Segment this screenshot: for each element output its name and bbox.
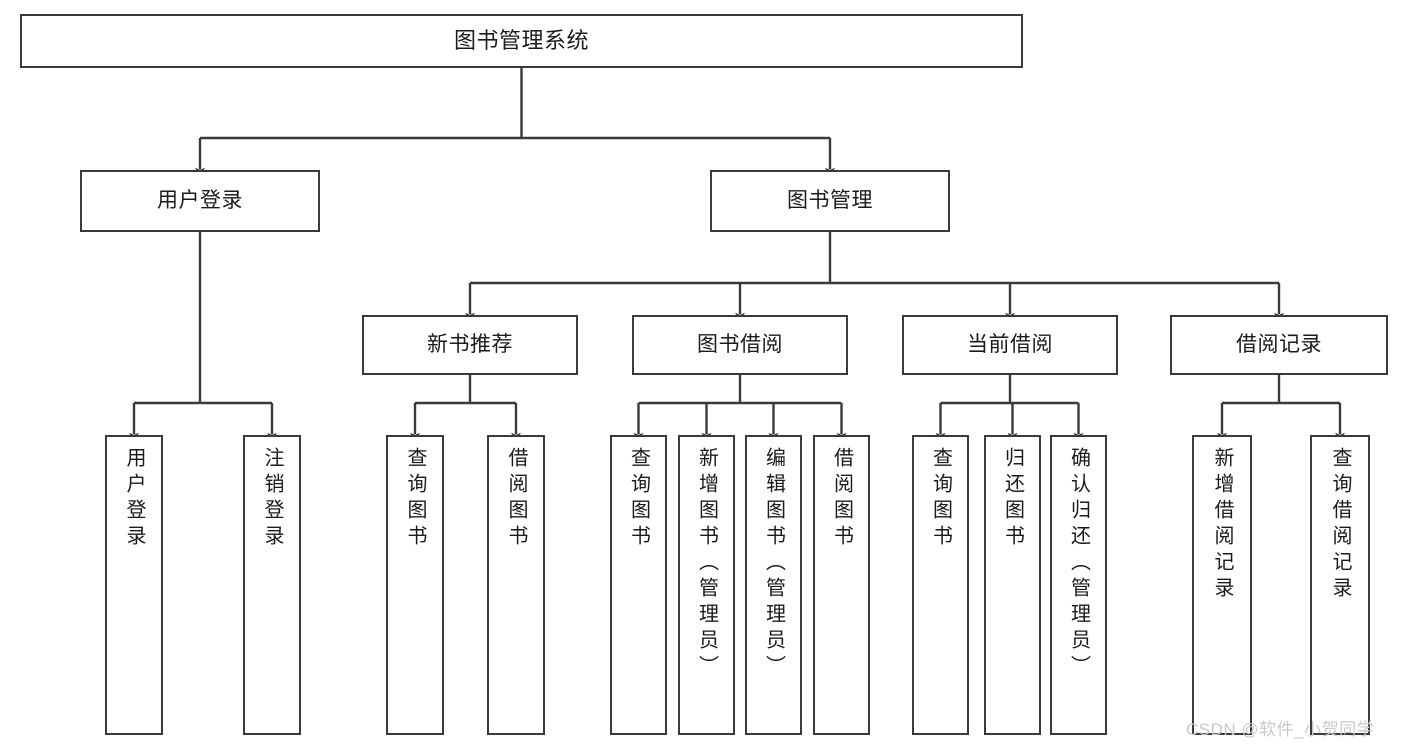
node-current[interactable]: 当前借阅 bbox=[902, 315, 1118, 375]
node-label: 用户登录 bbox=[123, 447, 145, 551]
node-label: 查询借阅记录 bbox=[1329, 447, 1351, 603]
node-label: 图书借阅 bbox=[697, 332, 783, 356]
node-bookmgmt[interactable]: 图书管理 bbox=[710, 170, 950, 232]
node-label: 借阅图书 bbox=[505, 447, 527, 551]
node-leaf-nb-query[interactable]: 查询图书 bbox=[386, 435, 444, 735]
node-leaf-cu-return[interactable]: 归还图书 bbox=[984, 435, 1041, 735]
node-leaf-bo-borrow[interactable]: 借阅图书 bbox=[813, 435, 870, 735]
node-leaf-cu-confirm[interactable]: 确认归还（管理员） bbox=[1050, 435, 1107, 735]
node-login[interactable]: 用户登录 bbox=[80, 170, 320, 232]
node-leaf-nb-borrow[interactable]: 借阅图书 bbox=[487, 435, 545, 735]
node-label: 归还图书 bbox=[1001, 447, 1024, 551]
node-label: 用户登录 bbox=[157, 188, 243, 212]
node-label: 编辑图书（管理员） bbox=[762, 447, 785, 681]
node-label: 借阅图书 bbox=[830, 447, 853, 551]
node-label: 借阅记录 bbox=[1236, 332, 1322, 356]
node-leaf-re-query[interactable]: 查询借阅记录 bbox=[1310, 435, 1370, 735]
node-label: 确认归还（管理员） bbox=[1067, 447, 1090, 681]
node-label: 查询图书 bbox=[404, 447, 426, 551]
node-leaf-bo-add[interactable]: 新增图书（管理员） bbox=[678, 435, 735, 735]
node-label: 新书推荐 bbox=[427, 332, 513, 356]
node-label: 新增图书（管理员） bbox=[695, 447, 718, 681]
node-leaf-user-logout[interactable]: 注销登录 bbox=[243, 435, 301, 735]
node-label: 图书管理系统 bbox=[453, 28, 589, 54]
node-leaf-re-add[interactable]: 新增借阅记录 bbox=[1192, 435, 1252, 735]
node-borrow[interactable]: 图书借阅 bbox=[632, 315, 848, 375]
node-label: 当前借阅 bbox=[967, 332, 1053, 356]
node-leaf-user-login[interactable]: 用户登录 bbox=[105, 435, 163, 735]
node-label: 查询图书 bbox=[929, 447, 952, 551]
node-label: 新增借阅记录 bbox=[1211, 447, 1233, 603]
node-label: 查询图书 bbox=[627, 447, 650, 551]
node-newbook[interactable]: 新书推荐 bbox=[362, 315, 578, 375]
csdn-watermark: CSDN @软件_小贺同学 bbox=[1186, 720, 1375, 739]
node-leaf-bo-edit[interactable]: 编辑图书（管理员） bbox=[745, 435, 802, 735]
node-label: 图书管理 bbox=[787, 188, 873, 212]
node-leaf-bo-query[interactable]: 查询图书 bbox=[610, 435, 667, 735]
node-root[interactable]: 图书管理系统 bbox=[20, 14, 1023, 68]
node-records[interactable]: 借阅记录 bbox=[1170, 315, 1388, 375]
node-label: 注销登录 bbox=[261, 447, 283, 551]
node-leaf-cu-query[interactable]: 查询图书 bbox=[912, 435, 969, 735]
